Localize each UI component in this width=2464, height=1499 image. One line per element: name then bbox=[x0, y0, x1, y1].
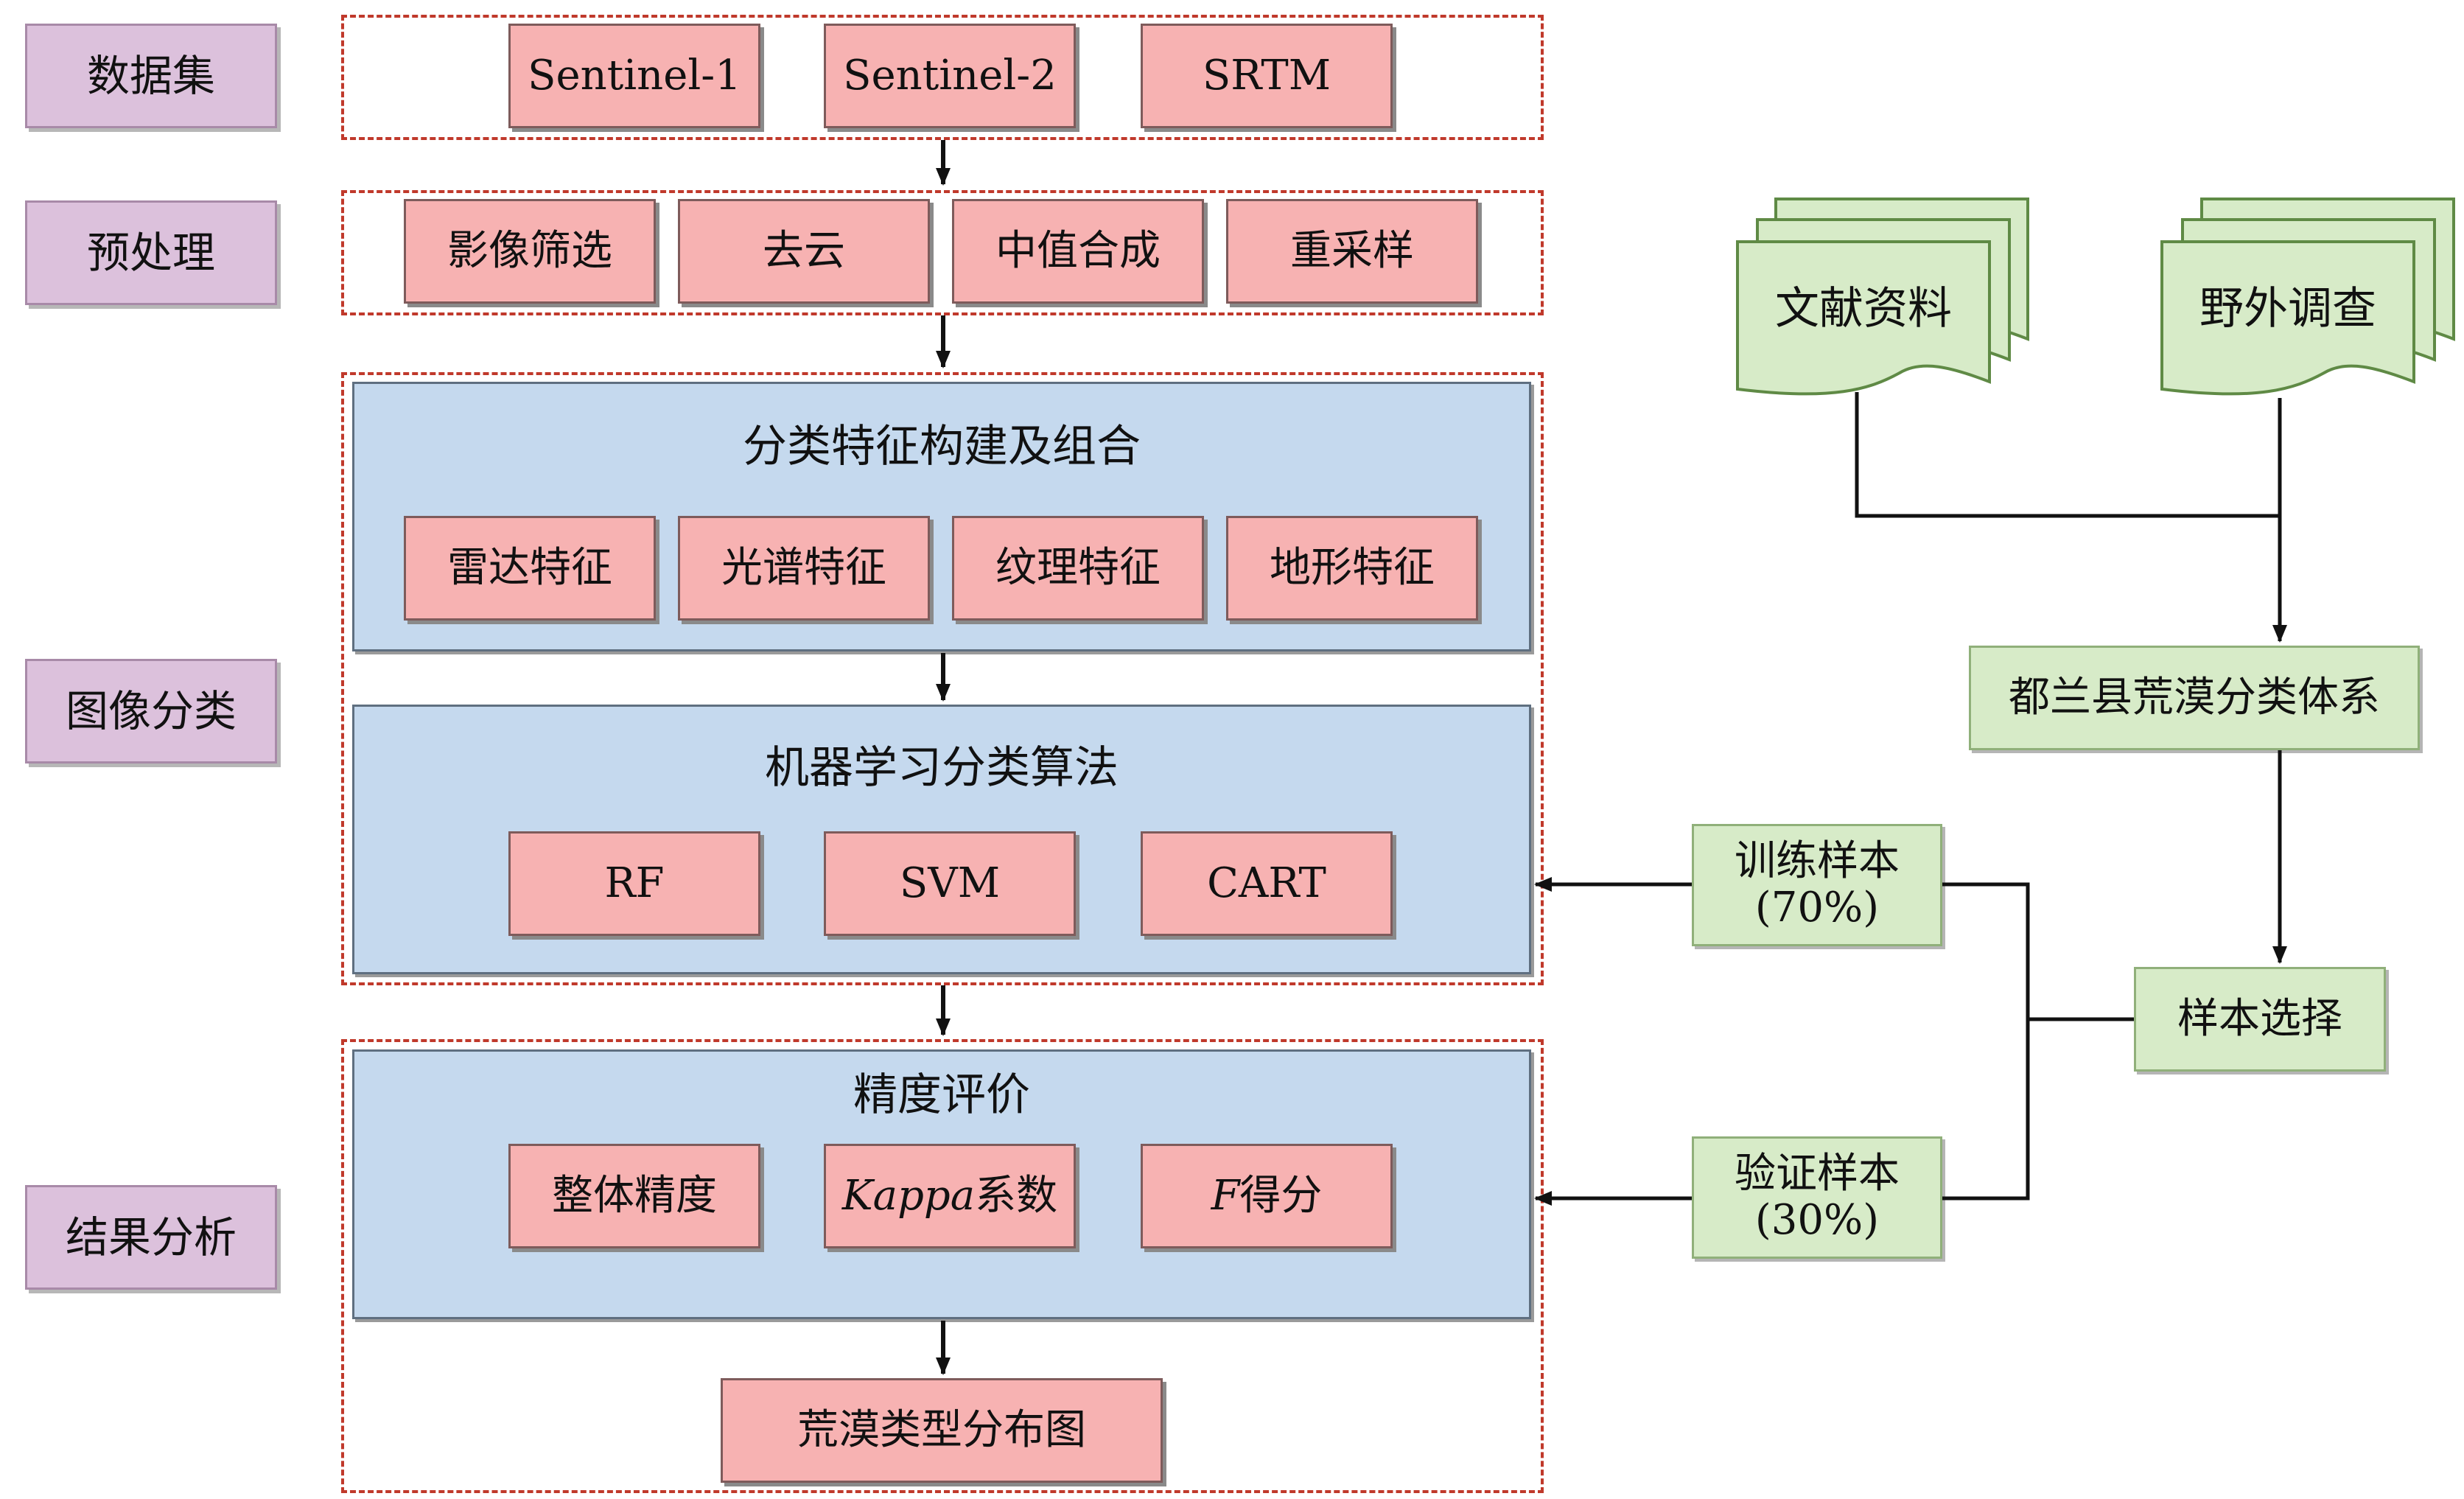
preprocess-median-composite: 中值合成 bbox=[952, 199, 1204, 304]
right-connectors bbox=[1534, 392, 2287, 1206]
feature-texture: 纹理特征 bbox=[952, 516, 1204, 621]
stage-label-dataset: 数据集 bbox=[25, 24, 277, 128]
training-sample-box: 训练样本 (70%) bbox=[1692, 824, 1942, 946]
classification-system-box: 都兰县荒漠分类体系 bbox=[1969, 646, 2420, 750]
field-survey-document-icon bbox=[2160, 198, 2455, 396]
literature-label: 文献资料 bbox=[1775, 283, 1952, 335]
accuracy-panel-title: 精度评价 bbox=[853, 1069, 1030, 1121]
dataset-sentinel-2: Sentinel-2 bbox=[824, 24, 1076, 128]
preprocess-resample: 重采样 bbox=[1226, 199, 1478, 304]
preprocess-group bbox=[341, 190, 1544, 315]
kappa-suffix: 系数 bbox=[975, 1171, 1058, 1220]
algorithm-panel-title: 机器学习分类算法 bbox=[765, 742, 1119, 794]
validation-sample-label: 验证样本 bbox=[1735, 1150, 1900, 1198]
feature-spectral: 光谱特征 bbox=[678, 516, 930, 621]
results-group bbox=[341, 1039, 1544, 1493]
stage-label-preprocess: 预处理 bbox=[25, 200, 277, 305]
sample-selection-box: 样本选择 bbox=[2134, 967, 2386, 1072]
algorithm-rf: RF bbox=[508, 831, 760, 936]
training-sample-label: 训练样本 bbox=[1735, 837, 1900, 886]
stage-label-results: 结果分析 bbox=[25, 1185, 277, 1290]
literature-document-icon bbox=[1736, 198, 2029, 396]
dataset-srtm: SRTM bbox=[1141, 24, 1393, 128]
training-sample-percent: (70%) bbox=[1754, 884, 1880, 932]
preprocess-filter: 影像筛选 bbox=[404, 199, 656, 304]
feature-radar: 雷达特征 bbox=[404, 516, 656, 621]
validation-sample-box: 验证样本 (30%) bbox=[1692, 1136, 1942, 1259]
classification-group bbox=[341, 372, 1544, 985]
validation-sample-percent: (30%) bbox=[1754, 1196, 1880, 1244]
f-suffix: 得分 bbox=[1239, 1171, 1323, 1220]
stage-label-classification: 图像分类 bbox=[25, 659, 277, 764]
feature-panel-title: 分类特征构建及组合 bbox=[743, 421, 1141, 472]
feature-terrain: 地形特征 bbox=[1226, 516, 1478, 621]
algorithm-svm: SVM bbox=[824, 831, 1076, 936]
f-italic: F bbox=[1211, 1171, 1240, 1220]
dataset-group bbox=[341, 15, 1544, 140]
kappa-italic: Kappa bbox=[841, 1171, 976, 1220]
output-distribution-map: 荒漠类型分布图 bbox=[721, 1378, 1163, 1483]
dataset-sentinel-1: Sentinel-1 bbox=[508, 24, 760, 128]
preprocess-cloud-removal: 去云 bbox=[678, 199, 930, 304]
algorithm-cart: CART bbox=[1141, 831, 1393, 936]
field-survey-label: 野外调查 bbox=[2199, 283, 2376, 335]
accuracy-overall: 整体精度 bbox=[508, 1144, 760, 1248]
